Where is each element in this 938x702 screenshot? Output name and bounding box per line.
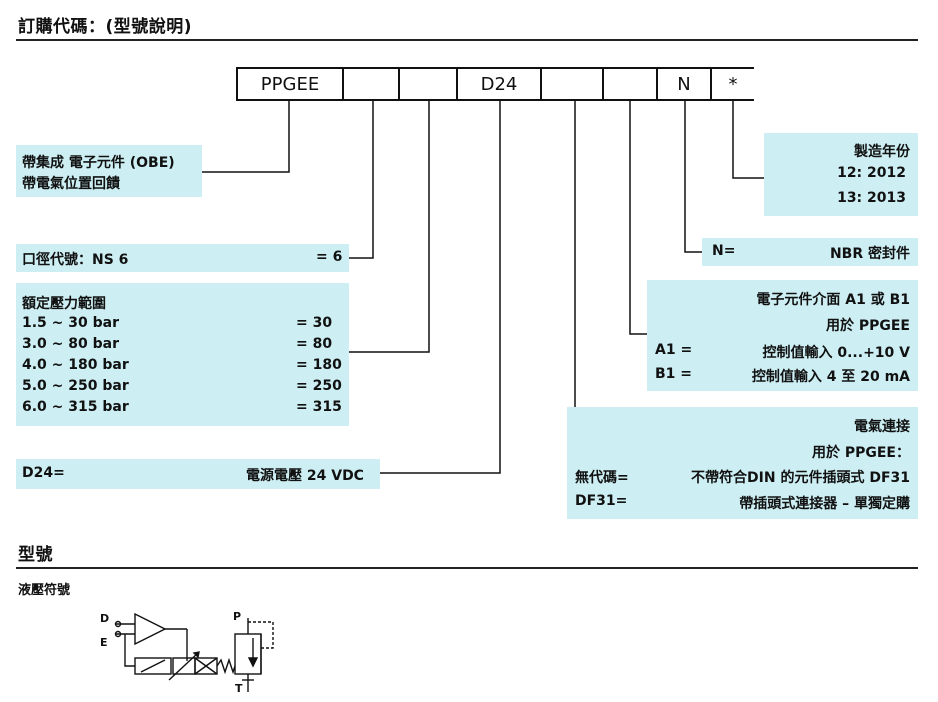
pressure-value-1: = 30 bbox=[296, 315, 333, 331]
code-cell-5 bbox=[542, 67, 604, 101]
year-row-2: 13: 2013 bbox=[837, 190, 906, 206]
d24-label: D24= bbox=[22, 465, 65, 481]
obe-line-1: 帶集成 電子元件 (OBE) bbox=[22, 155, 175, 171]
d24-box: D24= 電源電壓 24 VDC bbox=[16, 459, 380, 489]
electric-value-2: 帶插頭式連接器 – 單獨定購 bbox=[739, 496, 910, 512]
electric-subtitle: 用於 PPGEE： bbox=[811, 445, 910, 461]
pressure-title: 額定壓力範圍 bbox=[22, 296, 106, 312]
symbol-caption: 液壓符號 bbox=[18, 583, 71, 598]
electric-key-2: DF31= bbox=[575, 493, 628, 509]
interface-subtitle: 用於 PPGEE bbox=[825, 318, 910, 334]
electric-title: 電氣連接 bbox=[854, 419, 910, 435]
hydraulic-symbol: D E P T bbox=[100, 610, 274, 695]
code-cell-8: * bbox=[712, 67, 754, 101]
interface-title: 電子元件介面 A1 或 B1 bbox=[756, 292, 910, 308]
year-box: 製造年份 12: 2012 13: 2013 bbox=[764, 133, 918, 216]
interface-value-b1: 控制值輸入 4 至 20 mA bbox=[751, 369, 910, 385]
port-label-e: E bbox=[100, 636, 108, 649]
code-cell-6 bbox=[604, 67, 658, 101]
ns-label: 口徑代號：NS 6 bbox=[22, 252, 129, 268]
pressure-value-3: = 180 bbox=[296, 357, 342, 373]
code-cell-2 bbox=[344, 67, 400, 101]
ns-value: = 6 bbox=[316, 249, 343, 265]
pressure-value-5: = 315 bbox=[296, 399, 342, 415]
pressure-value-2: = 80 bbox=[296, 336, 333, 352]
ns-box: 口徑代號：NS 6 = 6 bbox=[16, 244, 349, 272]
pressure-range-2: 3.0 ~ 80 bar bbox=[22, 336, 120, 352]
pressure-value-4: = 250 bbox=[296, 378, 342, 394]
interface-key-a1: A1 = bbox=[655, 342, 693, 358]
year-row-1: 12: 2012 bbox=[837, 165, 906, 181]
electric-box: 電氣連接 用於 PPGEE： 無代碼= 不帶符合DIN 的元件插頭式 DF31 … bbox=[567, 407, 918, 519]
seal-label: N= bbox=[712, 243, 736, 259]
pressure-range-3: 4.0 ~ 180 bar bbox=[22, 357, 129, 373]
seal-value: NBR 密封件 bbox=[829, 246, 910, 262]
code-cell-7: N bbox=[658, 67, 712, 101]
pressure-range-5: 6.0 ~ 315 bar bbox=[22, 399, 129, 415]
d24-value: 電源電壓 24 VDC bbox=[246, 468, 364, 484]
electric-value-1: 不帶符合DIN 的元件插頭式 DF31 bbox=[691, 470, 910, 486]
pressure-range-4: 5.0 ~ 250 bar bbox=[22, 378, 129, 394]
port-label-t: T bbox=[235, 682, 243, 695]
pressure-box: 額定壓力範圍 1.5 ~ 30 bar = 30 3.0 ~ 80 bar = … bbox=[16, 283, 349, 426]
obe-line-2: 帶電氣位置回饋 bbox=[22, 176, 120, 192]
obe-box: 帶集成 電子元件 (OBE) 帶電氣位置回饋 bbox=[16, 145, 202, 197]
title-divider bbox=[16, 39, 918, 41]
port-label-p: P bbox=[233, 610, 241, 623]
electric-key-1: 無代碼= bbox=[575, 470, 629, 486]
pressure-range-1: 1.5 ~ 30 bar bbox=[22, 315, 120, 331]
interface-value-a1: 控制值輸入 0...+10 V bbox=[762, 345, 911, 361]
model-title: 型號 bbox=[18, 545, 53, 565]
code-cell-1: PPGEE bbox=[236, 67, 344, 101]
seal-box: N= NBR 密封件 bbox=[702, 238, 918, 266]
model-divider bbox=[16, 567, 918, 569]
code-cell-3 bbox=[400, 67, 458, 101]
code-cell-4: D24 bbox=[458, 67, 542, 101]
interface-box: 電子元件介面 A1 或 B1 用於 PPGEE A1 = 控制值輸入 0...+… bbox=[647, 280, 918, 391]
interface-key-b1: B1 = bbox=[655, 366, 693, 382]
port-label-d: D bbox=[100, 612, 109, 625]
year-title: 製造年份 bbox=[854, 144, 910, 160]
page-title: 訂購代碼：(型號說明) bbox=[18, 17, 193, 37]
